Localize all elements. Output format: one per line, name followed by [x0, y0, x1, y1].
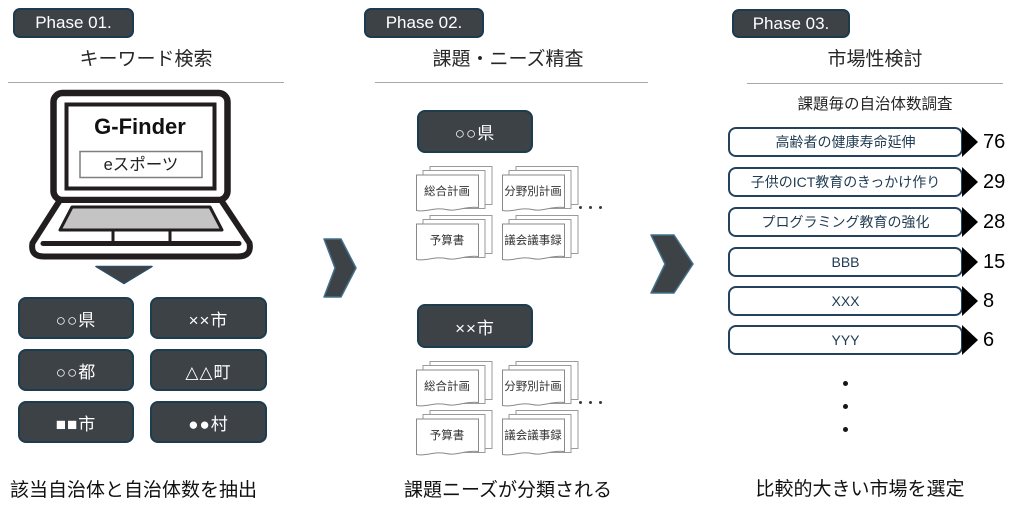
document-stack: 予算書: [416, 215, 496, 262]
market-item-value: 15: [983, 251, 1006, 273]
document-stack: 予算書: [416, 410, 496, 457]
municipality-box: ○○都: [18, 349, 134, 391]
chevron-right-icon: [650, 234, 694, 294]
vertical-ellipsis-dot: [843, 404, 848, 409]
phase3-badge-label: Phase 03.: [752, 13, 830, 33]
document-pages-icon: [416, 361, 493, 407]
ellipsis-dots: [579, 206, 602, 209]
ellipsis-dots: [579, 401, 602, 404]
market-item-box: 子供のICT教育のきっかけ作り: [728, 167, 963, 197]
market-item-value: 8: [983, 290, 995, 312]
phase3-badge: Phase 03.: [732, 9, 850, 38]
phase2-badge: Phase 02.: [364, 8, 484, 38]
document-stack: 総合計画: [416, 166, 496, 213]
phase2-badge-label: Phase 02.: [385, 13, 463, 32]
phase1-badge: Phase 01.: [13, 8, 134, 38]
document-stack: 総合計画: [416, 361, 496, 408]
market-item-value: 6: [983, 329, 995, 351]
column-divider: [375, 82, 648, 83]
market-item-box: YYY: [728, 325, 963, 355]
document-pages-icon: [416, 166, 493, 212]
arrow-right-icon: [962, 247, 978, 277]
document-stack: 分野別計画: [502, 361, 582, 408]
market-item-value: 76: [983, 131, 1006, 153]
vertical-ellipsis-dot: [843, 381, 848, 386]
municipality-box: △△町: [150, 349, 267, 391]
document-pages-icon: [502, 166, 579, 212]
laptop-illustration: G-Finder eスポーツ: [29, 89, 253, 260]
phase3-title: 市場性検討: [827, 49, 923, 70]
market-item-box: 高齢者の健康寿命延伸: [728, 127, 963, 157]
phase1-caption: 該当自治体と自治体数を抽出: [10, 480, 258, 501]
laptop-keyboard: [58, 205, 224, 232]
market-item-box: プログラミング教育の強化: [728, 207, 963, 237]
column-divider: [747, 83, 1003, 84]
phase1-badge-label: Phase 01.: [35, 13, 112, 32]
document-pages-icon: [502, 410, 579, 456]
market-item-value: 29: [983, 171, 1006, 193]
app-logo-text: G-Finder: [94, 114, 186, 139]
arrow-down-icon: [95, 265, 153, 285]
phase3-caption: 比較的大きい市場を選定: [755, 479, 965, 500]
arrow-right-icon: [962, 167, 978, 197]
municipality-box: ××市: [150, 297, 267, 339]
document-pages-icon: [416, 410, 493, 456]
document-stack: 議会議事録: [502, 410, 582, 457]
arrow-right-icon: [962, 127, 978, 157]
city-group-header: ××市: [417, 304, 533, 348]
search-input: [79, 150, 203, 179]
document-pages-icon: [416, 215, 493, 261]
market-item-value: 28: [983, 211, 1006, 233]
document-pages-icon: [502, 215, 579, 261]
arrow-right-icon: [962, 325, 978, 355]
municipality-box: ●●村: [150, 401, 267, 443]
market-item-box: XXX: [728, 286, 963, 316]
phase2-caption: 課題ニーズが分類される: [403, 480, 613, 501]
market-item-box: BBB: [728, 247, 963, 277]
arrow-right-icon: [962, 207, 978, 237]
phase1-title: キーワード検索: [79, 49, 213, 70]
prefecture-group-header: ○○県: [417, 110, 533, 153]
phase3-subtitle: 課題毎の自治体数調査: [797, 96, 953, 113]
column-divider: [8, 82, 284, 83]
municipality-box: ○○県: [18, 297, 134, 339]
municipality-box: ■■市: [18, 401, 134, 443]
search-input-value: eスポーツ: [104, 155, 179, 174]
document-stack: 分野別計画: [502, 166, 582, 213]
phase2-title: 課題・ニーズ精査: [432, 49, 584, 70]
document-stack: 議会議事録: [502, 215, 582, 262]
arrow-right-icon: [962, 286, 978, 316]
vertical-ellipsis-dot: [843, 427, 848, 432]
document-pages-icon: [502, 361, 579, 407]
chevron-right-icon: [323, 238, 357, 298]
